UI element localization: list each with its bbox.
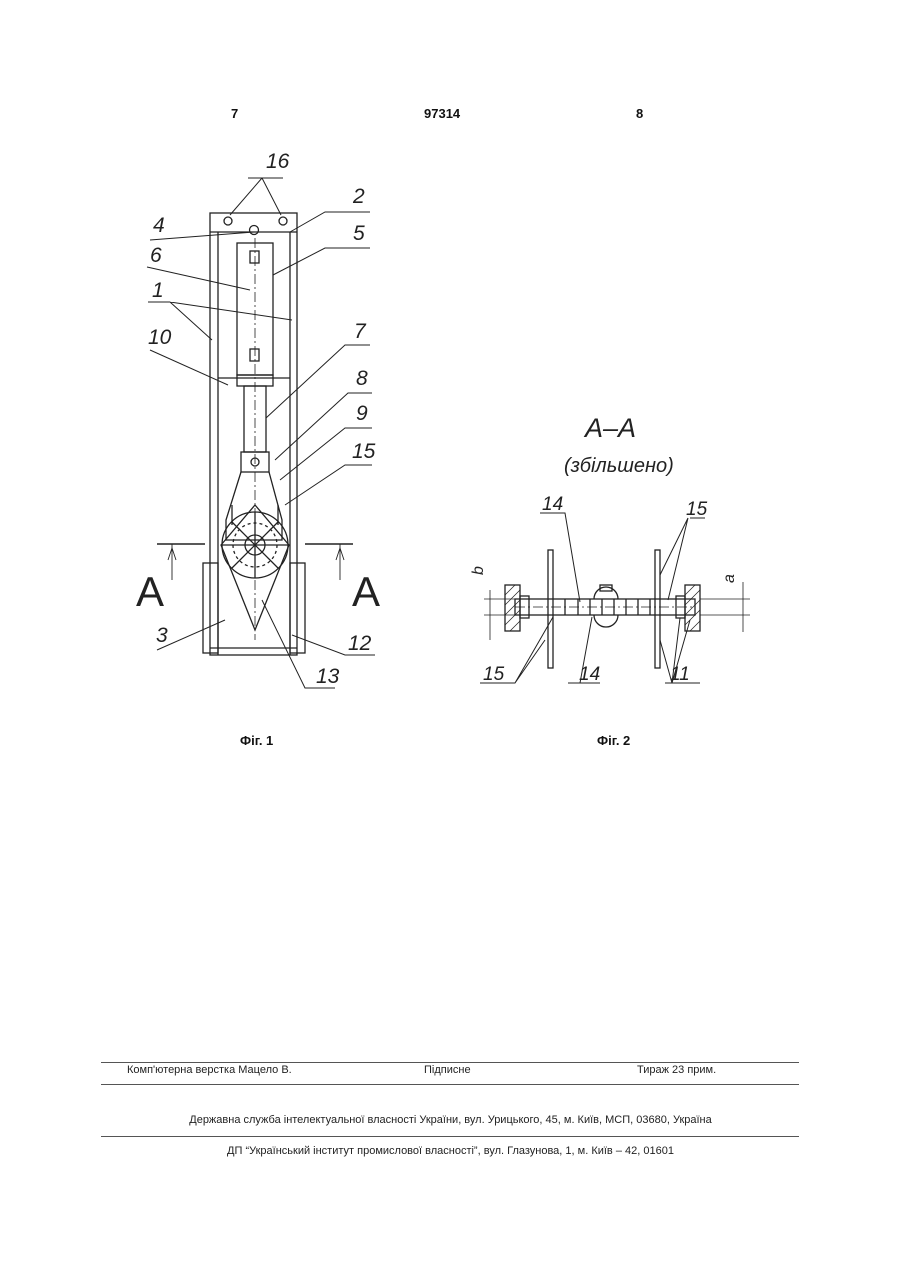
figure2-drawing — [480, 513, 750, 683]
footer-rule-top — [101, 1062, 799, 1063]
footer-rule-bottom — [101, 1136, 799, 1137]
footer-agency: Державна служба інтелектуальної власност… — [0, 1114, 901, 1126]
fig1-label-9: 9 — [356, 402, 368, 425]
fig1-section-mark-right: А — [352, 568, 380, 615]
fig2-dim-a: a — [721, 574, 738, 583]
fig2-label-15-bottom: 15 — [483, 664, 505, 685]
footer-typesetting: Комп'ютерна верстка Мацело В. — [127, 1064, 292, 1076]
fig1-label-8: 8 — [356, 367, 368, 390]
figure1-drawing — [147, 178, 375, 688]
fig1-label-2: 2 — [352, 185, 365, 208]
fig2-caption: Фіг. 2 — [597, 733, 630, 748]
fig1-label-10: 10 — [148, 326, 172, 349]
fig2-label-11: 11 — [670, 664, 690, 685]
fig1-label-1: 1 — [152, 279, 164, 302]
fig2-subtitle: (збільшено) — [564, 455, 674, 477]
fig1-label-3: 3 — [156, 624, 168, 647]
fig2-label-14-top: 14 — [542, 494, 563, 515]
footer-signed: Підписне — [424, 1064, 471, 1076]
fig2-label-14-bottom: 14 — [579, 664, 600, 685]
fig1-label-4: 4 — [153, 214, 165, 237]
fig1-label-15: 15 — [352, 440, 376, 463]
fig2-dim-b: b — [470, 566, 487, 575]
fig2-title: А–А — [583, 413, 636, 443]
fig1-label-5: 5 — [353, 222, 365, 245]
footer-rule-middle — [101, 1084, 799, 1085]
fig1-caption: Фіг. 1 — [240, 733, 273, 748]
fig1-label-16: 16 — [266, 150, 290, 173]
fig2-label-15-top: 15 — [686, 499, 708, 520]
fig1-label-12: 12 — [348, 632, 372, 655]
fig1-label-7: 7 — [354, 320, 367, 343]
fig1-section-mark-left: А — [136, 568, 164, 615]
fig1-label-13: 13 — [316, 665, 340, 688]
fig1-label-6: 6 — [150, 244, 162, 267]
footer-circulation: Тираж 23 прим. — [637, 1064, 716, 1076]
footer-institute: ДП “Український інститут промислової вла… — [0, 1145, 901, 1157]
